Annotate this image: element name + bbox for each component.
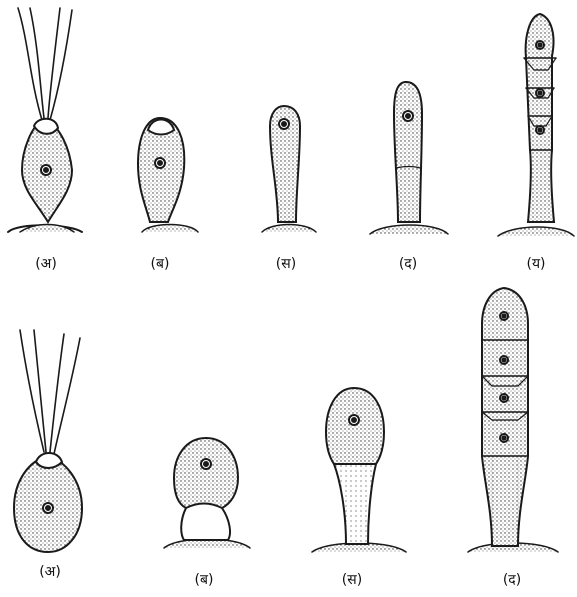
row1-stage-c [262, 106, 316, 232]
row2-label-a: (अ) [39, 562, 61, 581]
row1-label-e: (य) [526, 254, 545, 273]
row2-stage-b [164, 438, 250, 548]
row2-stage-a [14, 330, 82, 552]
row2-label-c: (स) [342, 570, 362, 589]
row2-stage-d [468, 288, 558, 552]
row1-stage-a [8, 8, 82, 232]
row2-label-d: (द) [503, 570, 521, 589]
row2-label-b: (ब) [195, 570, 214, 589]
row1-label-c: (स) [276, 254, 296, 273]
row1-stage-e [498, 14, 574, 236]
row1-label-b: (ब) [151, 254, 170, 273]
row1-label-d: (द) [399, 254, 417, 273]
row1-stage-b [138, 118, 198, 232]
row1-stage-d [370, 82, 448, 234]
row1-label-a: (अ) [35, 254, 57, 273]
row2-stage-c [312, 388, 406, 552]
